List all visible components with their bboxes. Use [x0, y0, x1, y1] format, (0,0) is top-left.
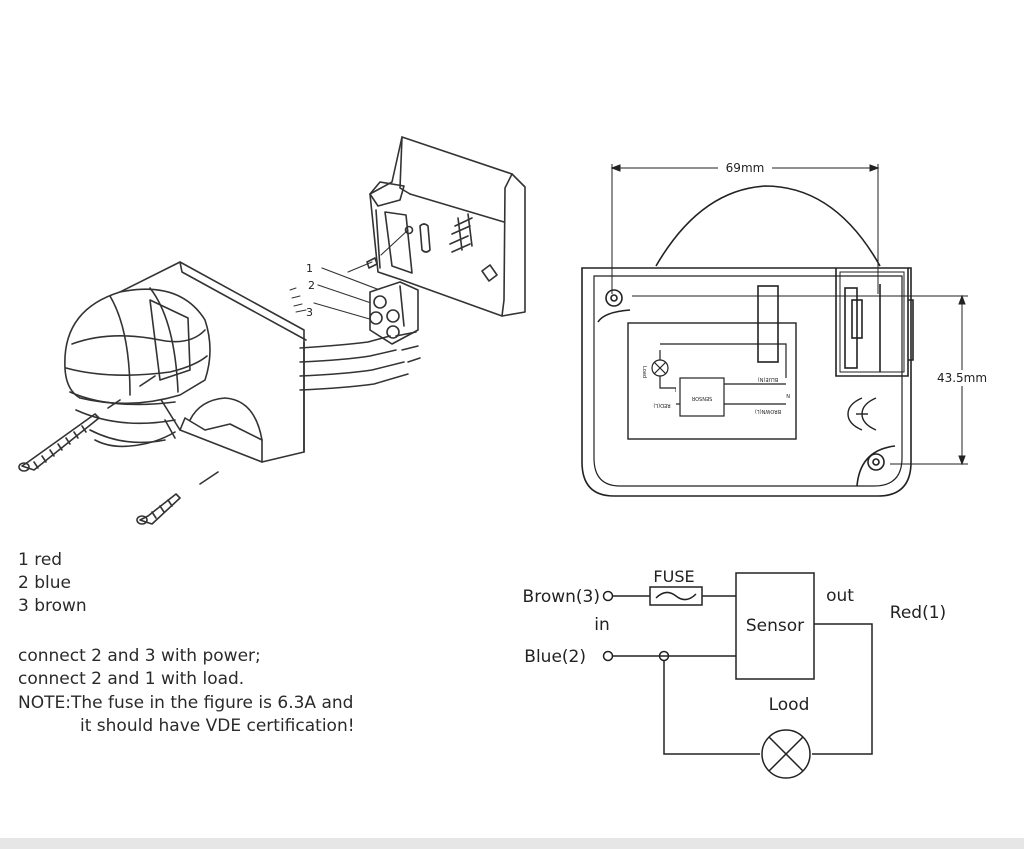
brown-wire-label: Brown(3) [523, 587, 600, 607]
vertical-slot [757, 285, 779, 363]
width-dimension [610, 164, 880, 294]
wiring-diagram [602, 572, 873, 779]
exploded-view-drawing [18, 136, 526, 525]
housing-outline [581, 267, 912, 497]
legend-wire-3: 3 brown [18, 596, 87, 616]
lamp-symbol-small [651, 359, 669, 377]
pcb-mark-a: L [673, 386, 676, 392]
pcb-sensor-label: SENSOR [691, 395, 712, 401]
legend-wire-1: 1 red [18, 550, 63, 570]
load-label: Lood [769, 695, 810, 715]
back-view-drawing [581, 164, 968, 497]
note-fuse: NOTE:The fuse in the figure is 6.3A and [18, 693, 354, 713]
wire-strip-marks [289, 287, 307, 313]
legend-wire-2: 2 blue [18, 573, 71, 593]
height-dimension-label: 43.5mm [937, 371, 987, 385]
fuse-wave [655, 591, 697, 601]
sensor-label: Sensor [746, 616, 804, 636]
mounting-screw-top [18, 375, 156, 472]
pcb-labels: Load SENSOR BLUE(N) RED(L) BROWN(L) L N [641, 366, 790, 414]
pcb-top-label: BLUE(N) [758, 376, 778, 382]
bottom-edge [0, 838, 1024, 849]
wire-number-1: 1 [306, 262, 313, 275]
sensor-box [735, 572, 815, 680]
back-dome-arc [655, 185, 881, 267]
pcb-circuit [659, 343, 787, 417]
note-load: connect 2 and 1 with load. [18, 669, 245, 689]
pcb-bottom-right-label: BROWN(L) [755, 408, 781, 414]
wire-number-2: 2 [308, 279, 315, 292]
pcb-bottom-left-label: RED(L) [653, 402, 670, 408]
terminal-block [369, 281, 419, 345]
red-wire-label: Red(1) [890, 603, 946, 623]
width-dimension-label: 69mm [726, 161, 765, 175]
mounting-hole-bottom-right [856, 445, 896, 487]
mounting-screw-bottom [136, 471, 219, 525]
screw-small [366, 257, 378, 269]
out-label: out [826, 586, 854, 606]
pcb-mark-b: N [786, 392, 790, 398]
note-power: connect 2 and 3 with power; [18, 646, 261, 666]
blue-terminal [602, 650, 614, 662]
sensor-dome [64, 287, 211, 448]
mounting-hole-top-left [597, 289, 631, 323]
note-certification: it should have VDE certification! [80, 716, 355, 736]
assembly-lines [313, 229, 409, 323]
wire-number-3: 3 [306, 306, 313, 319]
sensor-wires [299, 331, 421, 391]
pcb-label-area [627, 322, 797, 440]
lamp-symbol [761, 729, 811, 779]
side-terminal-block [835, 268, 914, 377]
ce-mark [847, 397, 877, 431]
mounting-plate [369, 136, 526, 317]
fuse-label: FUSE [653, 567, 694, 586]
brown-terminal [602, 590, 614, 602]
blue-wire-label: Blue(2) [524, 647, 586, 667]
pcb-load-label: Load [641, 366, 647, 378]
in-label: in [594, 615, 610, 635]
